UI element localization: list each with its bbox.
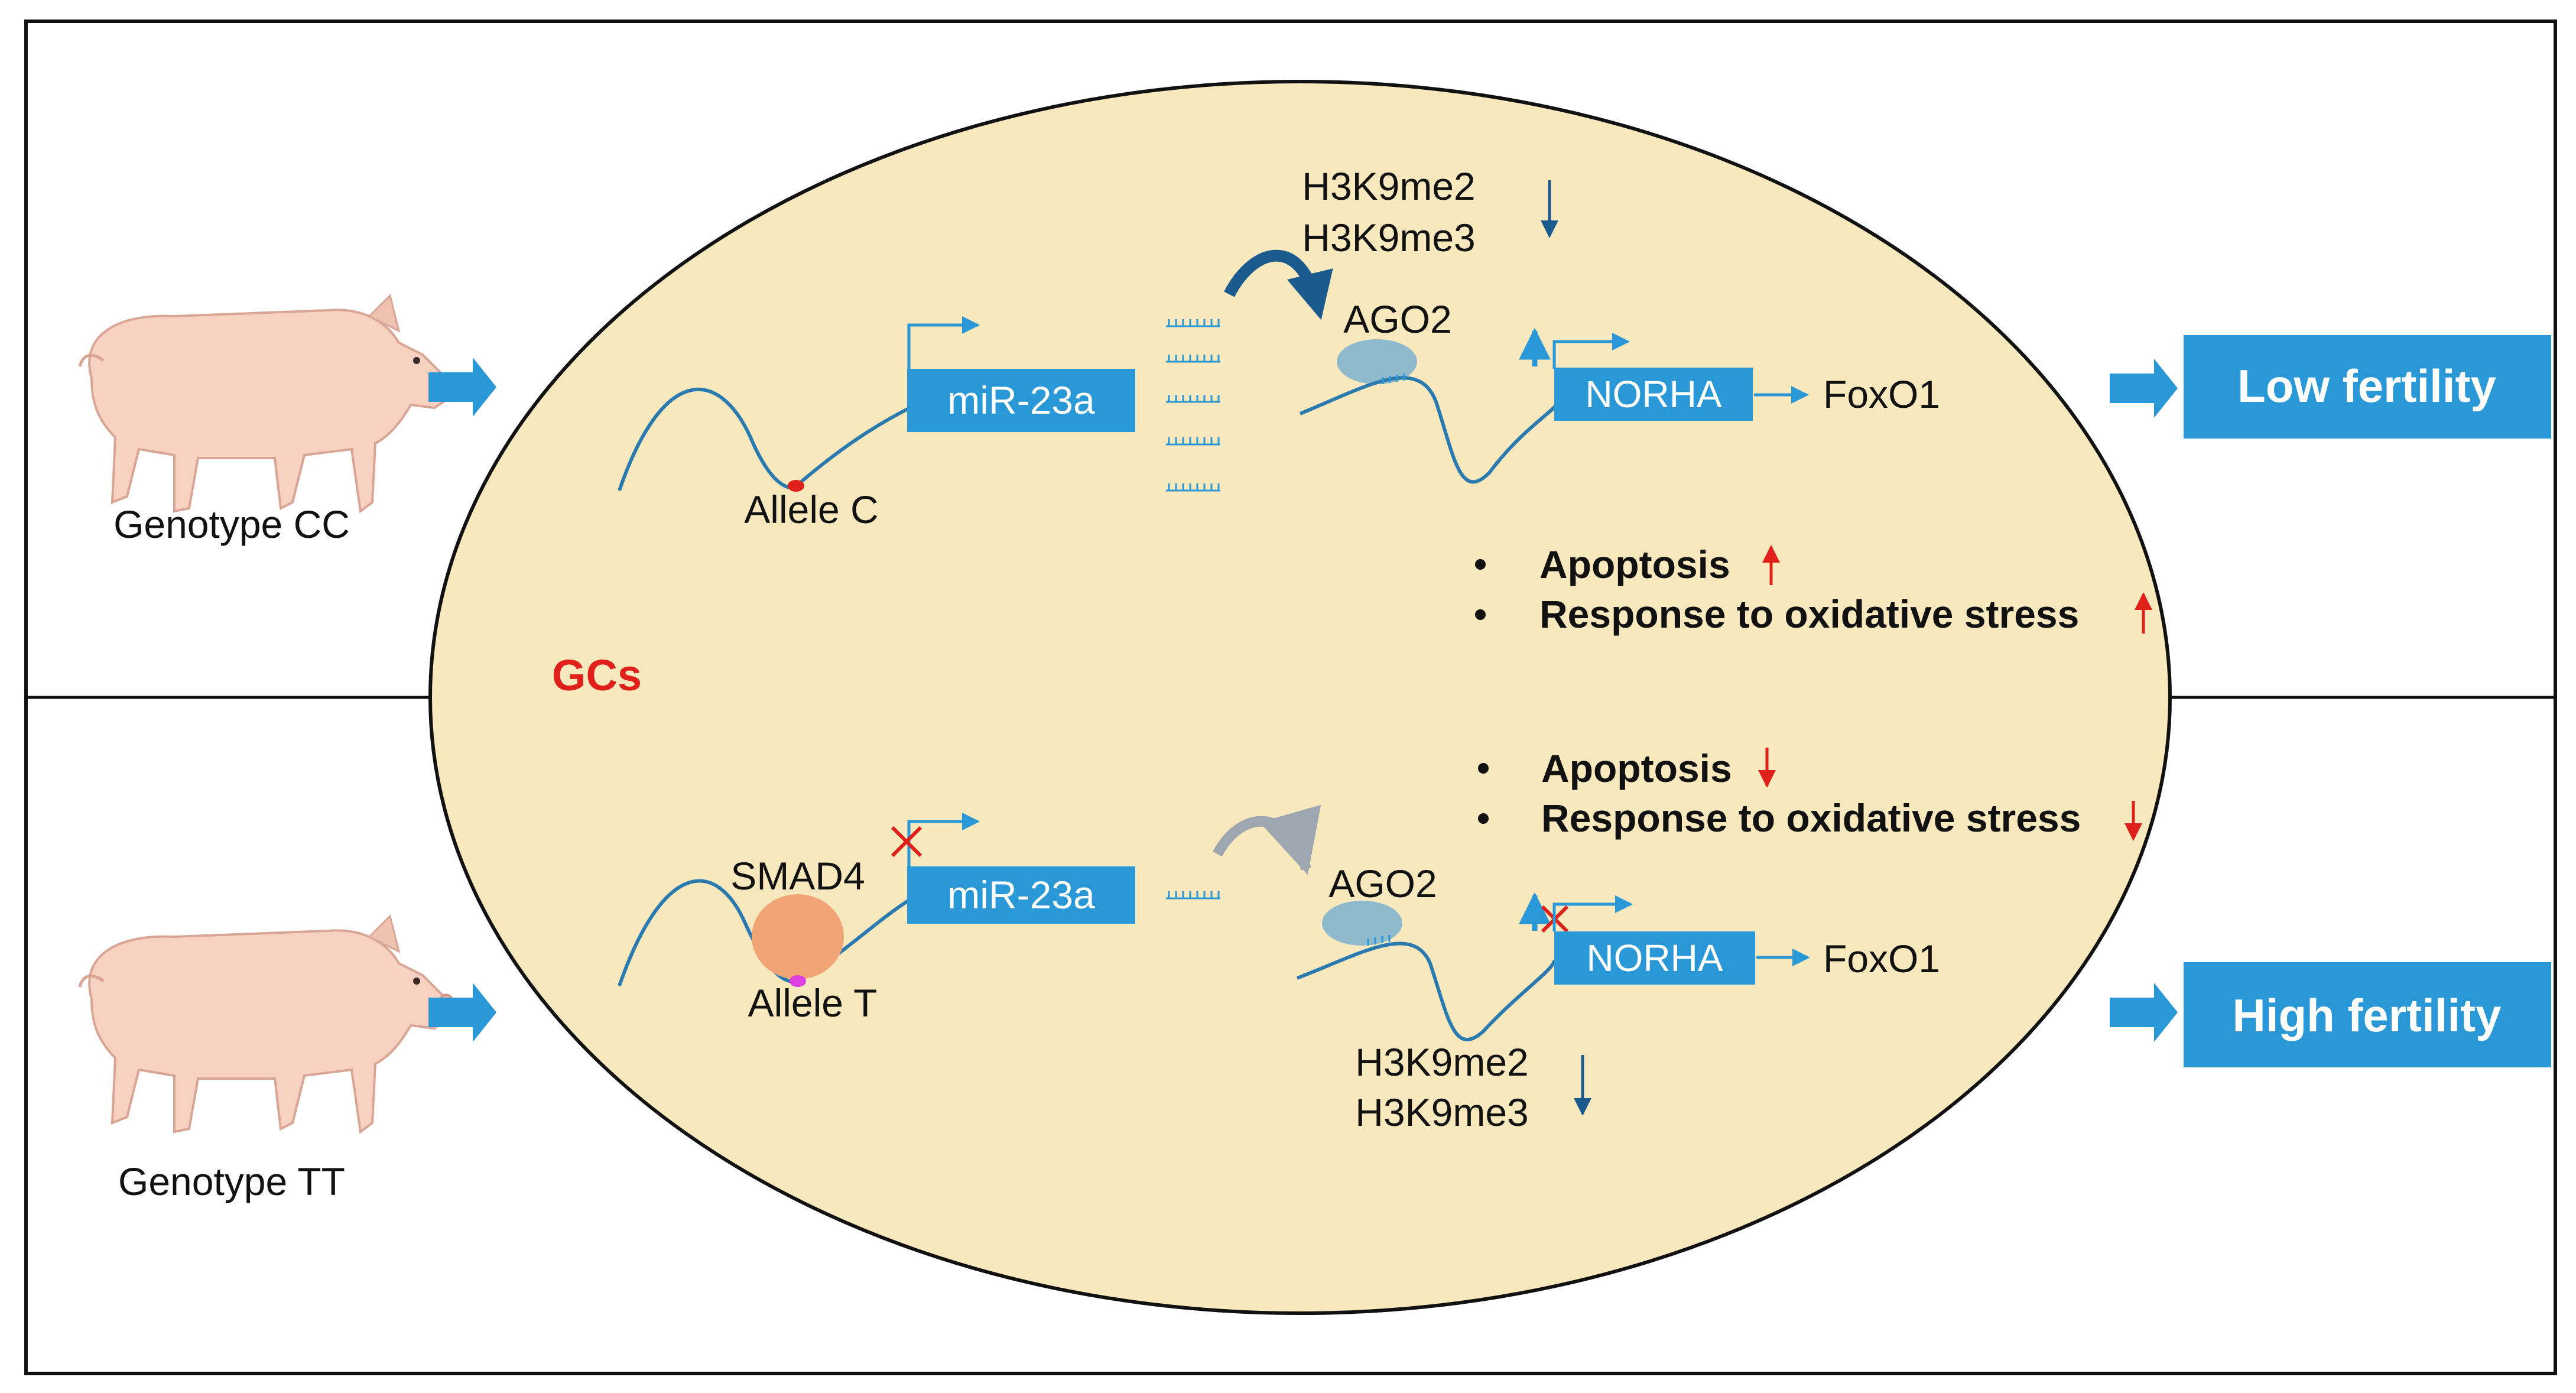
norha-label: NORHA bbox=[1585, 373, 1721, 415]
outcome-box-low bbox=[2184, 335, 2551, 439]
cell-label: GCs bbox=[552, 651, 642, 700]
norha-gene-box bbox=[1554, 368, 1753, 421]
foxo1-label: FoxO1 bbox=[1823, 372, 1940, 416]
ago2-protein bbox=[1337, 339, 1417, 384]
transcription-arrow-icon bbox=[1552, 333, 1630, 369]
pig-icon bbox=[80, 296, 454, 511]
red-x-icon bbox=[891, 826, 922, 858]
right-arrow-icon bbox=[428, 358, 496, 417]
smad4-protein bbox=[752, 894, 844, 979]
mirna-duplexes bbox=[1166, 891, 1220, 900]
bullet-icon bbox=[1478, 763, 1489, 774]
bullet-icon bbox=[1478, 813, 1489, 824]
norha-label: NORHA bbox=[1586, 937, 1723, 979]
mir23a-label: miR-23a bbox=[947, 873, 1095, 917]
bottom-section: Genotype TT SMAD4 Allele T miR-23a AGO2 … bbox=[80, 746, 2551, 1203]
ago2-label: AGO2 bbox=[1343, 297, 1451, 341]
h3k9me2-label: H3K9me2 bbox=[1302, 164, 1476, 208]
effect-apoptosis: Apoptosis bbox=[1539, 543, 1730, 586]
right-arrow-icon bbox=[428, 983, 496, 1042]
right-arrow-icon bbox=[2110, 359, 2178, 418]
transcription-arrow-icon bbox=[907, 813, 980, 866]
outcome-low-fertility: Low fertility bbox=[2237, 360, 2496, 412]
bullet-icon bbox=[1475, 559, 1486, 570]
norha-gene-box bbox=[1554, 931, 1755, 985]
curved-arrow-icon bbox=[1213, 804, 1321, 875]
allele-c-label: Allele C bbox=[744, 488, 878, 531]
snp-dot bbox=[790, 975, 806, 987]
h3k9me3-label: H3K9me3 bbox=[1302, 216, 1476, 259]
pig-icon bbox=[80, 916, 454, 1132]
mirna-duplexes bbox=[1166, 319, 1220, 492]
outcome-box-high bbox=[2184, 962, 2551, 1067]
allele-t-label: Allele T bbox=[748, 981, 878, 1025]
h3k9me2-label: H3K9me2 bbox=[1355, 1040, 1529, 1084]
mir23a-gene-box bbox=[907, 866, 1135, 924]
bullet-icon bbox=[1475, 609, 1486, 620]
promoter-dna bbox=[618, 388, 911, 491]
outcome-high-fertility: High fertility bbox=[2232, 989, 2501, 1041]
right-arrow-icon bbox=[2110, 983, 2178, 1042]
effect-apoptosis: Apoptosis bbox=[1541, 746, 1732, 790]
transcription-arrow-icon bbox=[907, 316, 980, 369]
effect-oxidative-stress: Response to oxidative stress bbox=[1539, 592, 2079, 636]
foxo1-label: FoxO1 bbox=[1823, 937, 1940, 980]
ago2-protein bbox=[1322, 901, 1402, 946]
mir23a-label: miR-23a bbox=[947, 378, 1095, 422]
norha-promoter-dna bbox=[1296, 941, 1556, 1041]
ago2-label: AGO2 bbox=[1328, 862, 1437, 905]
mir23a-gene-box bbox=[907, 369, 1135, 432]
genotype-tt-label: Genotype TT bbox=[118, 1160, 345, 1203]
curved-arrow-icon bbox=[1224, 249, 1333, 320]
snp-dot bbox=[788, 480, 804, 492]
genotype-cc-label: Genotype CC bbox=[113, 502, 350, 546]
smad4-label: SMAD4 bbox=[730, 854, 865, 898]
mirna-binding bbox=[1382, 374, 1405, 384]
transcription-arrow-icon bbox=[1552, 895, 1633, 931]
effect-oxidative-stress: Response to oxidative stress bbox=[1541, 796, 2081, 840]
mirna-binding bbox=[1367, 935, 1391, 946]
h3k9me3-label: H3K9me3 bbox=[1355, 1090, 1529, 1134]
top-section: Genotype CC Allele C miR-23a H3K9me2 H3K… bbox=[80, 164, 2551, 636]
norha-promoter-dna bbox=[1299, 376, 1560, 484]
